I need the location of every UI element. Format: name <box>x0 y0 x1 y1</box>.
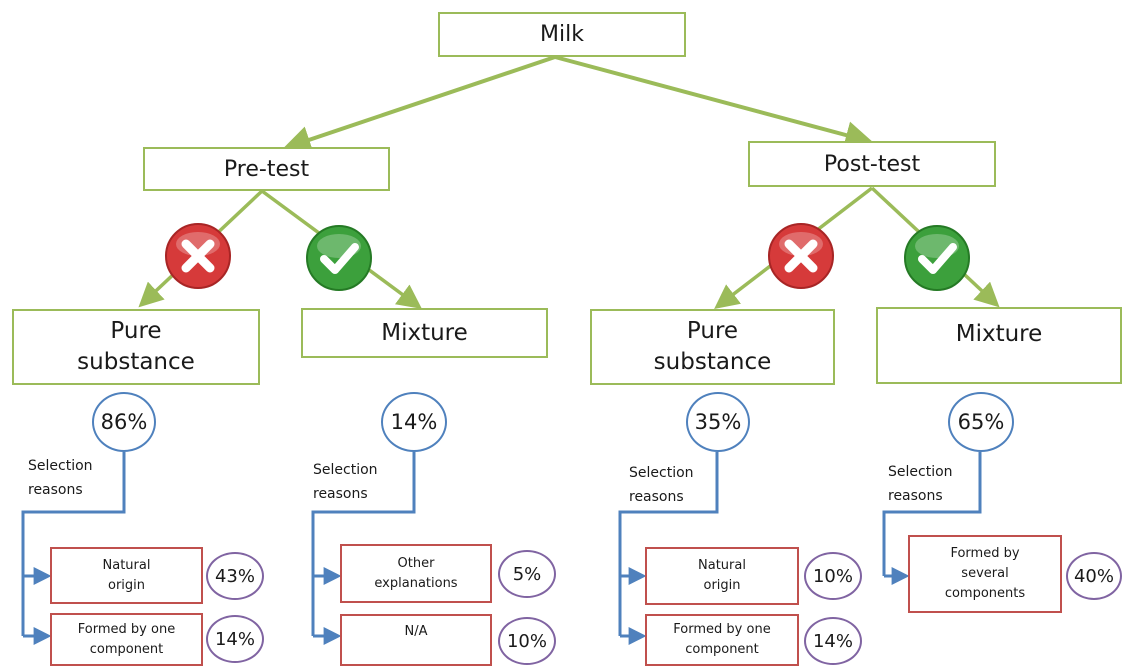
reason-box: Other explanations <box>340 544 492 603</box>
pre-test-label: Pre-test <box>223 156 310 182</box>
reason-box: Natural origin <box>50 547 203 604</box>
post-test-label: Post-test <box>823 151 921 177</box>
green-check-icon <box>305 224 373 292</box>
reason-box: Formed by one component <box>645 614 799 666</box>
root-label: Milk <box>540 22 584 47</box>
reason-box: Formed by one component <box>50 613 203 666</box>
post-test-mixture-node: Mixture <box>876 307 1122 384</box>
reason-percent-circle: 40% <box>1066 552 1122 600</box>
red-cross-icon <box>164 222 232 290</box>
reason-percent-circle: 43% <box>206 552 264 600</box>
pre-test-node: Pre-test <box>143 147 390 191</box>
branch-label: Mixture <box>955 321 1043 347</box>
reason-percent-circle: 14% <box>804 617 862 665</box>
selection-reasons-label: Selection reasons <box>313 462 378 502</box>
selection-reasons-label: Selection reasons <box>888 464 953 504</box>
reason-percent-circle: 5% <box>498 550 556 598</box>
post-test-pure-substance-node: Pure substance <box>590 309 835 385</box>
selection-reasons-label: Selection reasons <box>28 458 93 498</box>
pre-test-pure-substance-node: Pure substance <box>12 309 260 385</box>
reason-percent-circle: 10% <box>498 617 556 665</box>
branch-label: Pure substance <box>653 318 772 375</box>
red-cross-icon <box>767 222 835 290</box>
reason-percent-circle: 14% <box>206 615 264 663</box>
reason-percent-circle: 10% <box>804 552 862 600</box>
root-node-milk: Milk <box>438 12 686 57</box>
selection-reasons-label: Selection reasons <box>629 465 694 505</box>
percent-circle: 14% <box>381 392 447 452</box>
reason-box: Formed by several components <box>908 535 1062 613</box>
pre-test-mixture-node: Mixture <box>301 308 548 358</box>
percent-circle: 65% <box>948 392 1014 452</box>
reason-box: Natural origin <box>645 547 799 605</box>
branch-label: Pure substance <box>77 318 195 375</box>
branch-label: Mixture <box>381 319 468 346</box>
reason-box: N/A <box>340 614 492 666</box>
post-test-node: Post-test <box>748 141 996 187</box>
green-check-icon <box>903 224 971 292</box>
percent-circle: 35% <box>686 392 750 452</box>
percent-circle: 86% <box>92 392 156 452</box>
